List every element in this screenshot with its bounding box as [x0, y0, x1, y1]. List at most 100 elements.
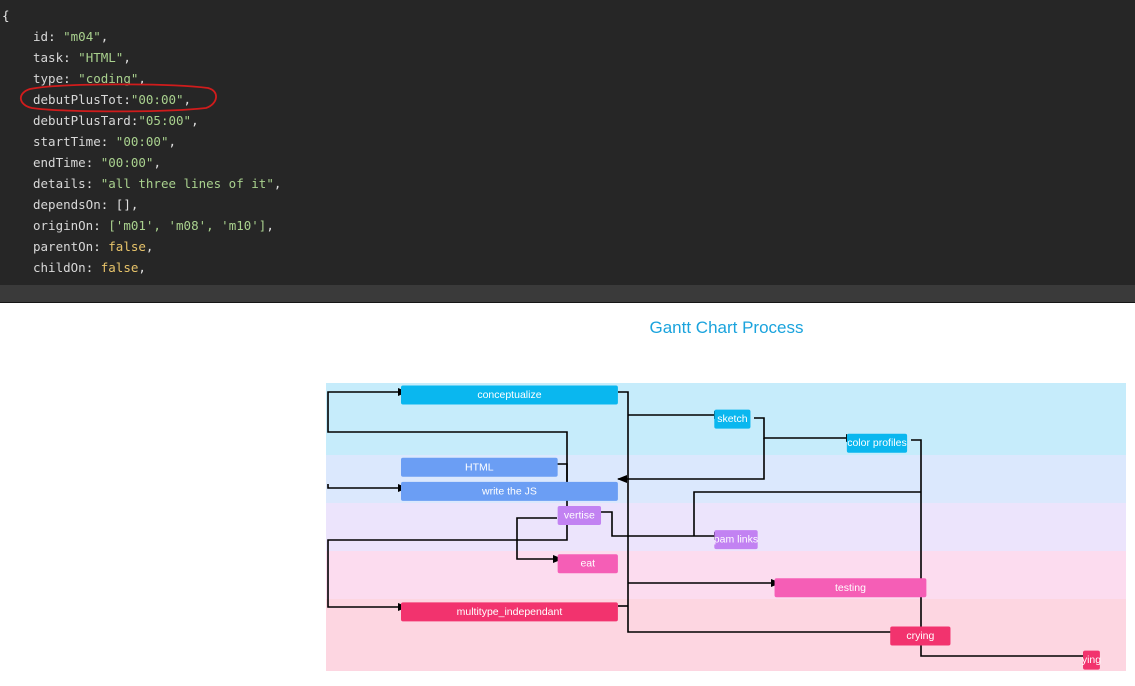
code-line-end: , [130, 197, 139, 212]
gantt-bar-rect[interactable] [401, 457, 558, 477]
gantt-bar-label: vertise [564, 510, 595, 522]
code-key: parentOn [33, 239, 94, 254]
code-value: [] [115, 197, 131, 212]
gantt-bar-label: crying [906, 630, 934, 642]
code-line: type: "coding", [0, 68, 146, 89]
code-line: childOn: false, [0, 257, 146, 278]
dependency-connector [617, 438, 765, 483]
code-value: ['m01', 'm08', 'm10'] [108, 218, 267, 233]
gantt-bar-crying[interactable]: crying [890, 626, 951, 646]
code-key: type [33, 71, 64, 86]
gantt-bar-rect[interactable] [714, 530, 758, 550]
code-line: dependsOn: [], [0, 194, 138, 215]
code-separator: : [93, 218, 109, 233]
code-line: endTime: "00:00", [0, 152, 161, 173]
code-line-end: , [168, 134, 177, 149]
dependency-connector [754, 417, 856, 442]
code-value: false [108, 239, 146, 254]
dependency-connector [327, 388, 568, 485]
gantt-bar-label: ying [1082, 654, 1101, 666]
gantt-bar-rect[interactable] [890, 626, 951, 646]
code-separator: : [63, 71, 79, 86]
dependency-connector [516, 517, 563, 563]
gantt-bar-rect[interactable] [401, 602, 618, 622]
gantt-bar-label: pam links [714, 534, 758, 546]
code-line: details: "all three lines of it", [0, 173, 281, 194]
code-separator: : [100, 197, 116, 212]
code-line-end: , [123, 50, 131, 65]
code-separator: : [85, 155, 101, 170]
gantt-bar-conceptualize[interactable]: conceptualize [401, 385, 618, 405]
dependency-connector [327, 484, 408, 492]
gantt-bar-label: eat [580, 558, 595, 570]
horizontal-scrollbar[interactable] [0, 285, 1135, 303]
code-value: "05:00" [138, 113, 192, 128]
code-line: originOn: ['m01', 'm08', 'm10'], [0, 215, 274, 236]
gantt-band [326, 551, 1126, 599]
code-key: childOn [33, 260, 86, 275]
code-separator: : [100, 134, 116, 149]
code-key: debutPlusTard [33, 113, 131, 128]
gantt-bar-label: conceptualize [477, 389, 541, 401]
gantt-bar-label: multitype_independant [457, 606, 563, 618]
dependency-connector [601, 511, 724, 540]
gantt-bar-multitype[interactable]: multitype_independant [401, 602, 618, 622]
code-key: originOn [33, 218, 94, 233]
gantt-bar-dying[interactable]: ying [1082, 650, 1101, 670]
gantt-bar-rect[interactable] [401, 385, 618, 405]
code-separator: : [130, 113, 139, 128]
code-separator: : [85, 176, 101, 191]
code-line-end: , [266, 218, 274, 233]
gantt-bar-advertise[interactable]: vertise [557, 506, 602, 525]
dependency-connector [911, 439, 1093, 660]
dependency-connector [693, 491, 921, 536]
code-key: task [33, 50, 64, 65]
code-key: id [33, 29, 49, 44]
gantt-bar-label: write the JS [481, 485, 537, 497]
gantt-bar-label: color profiles [847, 437, 907, 449]
code-line-end: , [138, 260, 146, 275]
gantt-bar-label: sketch [717, 413, 748, 425]
code-line-end: , [145, 239, 154, 254]
code-separator: : [93, 239, 109, 254]
chart-title: Gantt Chart Process [649, 318, 804, 337]
code-editor[interactable]: { id: "m04",task: "HTML",type: "coding",… [0, 0, 1135, 285]
code-line: id: "m04", [0, 26, 108, 47]
code-value: "coding" [78, 71, 139, 86]
code-value: "all three lines of it" [100, 176, 274, 191]
code-open-brace: { [2, 8, 10, 23]
code-value: "HTML" [78, 50, 124, 65]
gantt-bar-html[interactable]: HTML [401, 457, 558, 477]
gantt-bar-spam_links[interactable]: pam links [714, 530, 758, 550]
code-line: debutPlusTard:"05:00", [0, 110, 199, 131]
code-separator: : [48, 29, 64, 44]
dependency-connector [327, 512, 568, 611]
gantt-bar-rect[interactable] [401, 481, 618, 501]
code-key: details [33, 176, 86, 191]
code-line: parentOn: false, [0, 236, 153, 257]
code-line-end: , [138, 71, 146, 86]
gantt-bar-testing[interactable]: testing [774, 578, 927, 598]
gantt-bar-rect[interactable] [714, 409, 751, 429]
code-line-end: , [100, 29, 109, 44]
gantt-bar-eat[interactable]: eat [557, 554, 618, 574]
code-separator: : [63, 50, 79, 65]
gantt-bar-rect[interactable] [1083, 650, 1100, 670]
code-line-end: , [273, 176, 282, 191]
gantt-bar-rect[interactable] [557, 554, 618, 574]
code-value: "m04" [63, 29, 101, 44]
gantt-bar-rect[interactable] [774, 578, 927, 598]
code-separator: : [85, 260, 101, 275]
code-value: "00:00" [115, 134, 169, 149]
code-key: dependsOn [33, 197, 101, 212]
code-key: endTime [33, 155, 86, 170]
dependency-connector [618, 391, 901, 636]
gantt-bar-label: HTML [465, 461, 494, 473]
gantt-bar-write_js[interactable]: write the JS [401, 481, 618, 501]
gantt-bar-rect[interactable] [557, 506, 602, 525]
gantt-bar-sketch[interactable]: sketch [714, 409, 751, 429]
gantt-bar-color_profiles[interactable]: color profiles [846, 433, 908, 453]
gantt-bar-rect[interactable] [846, 433, 908, 453]
code-line: task: "HTML", [0, 47, 131, 68]
